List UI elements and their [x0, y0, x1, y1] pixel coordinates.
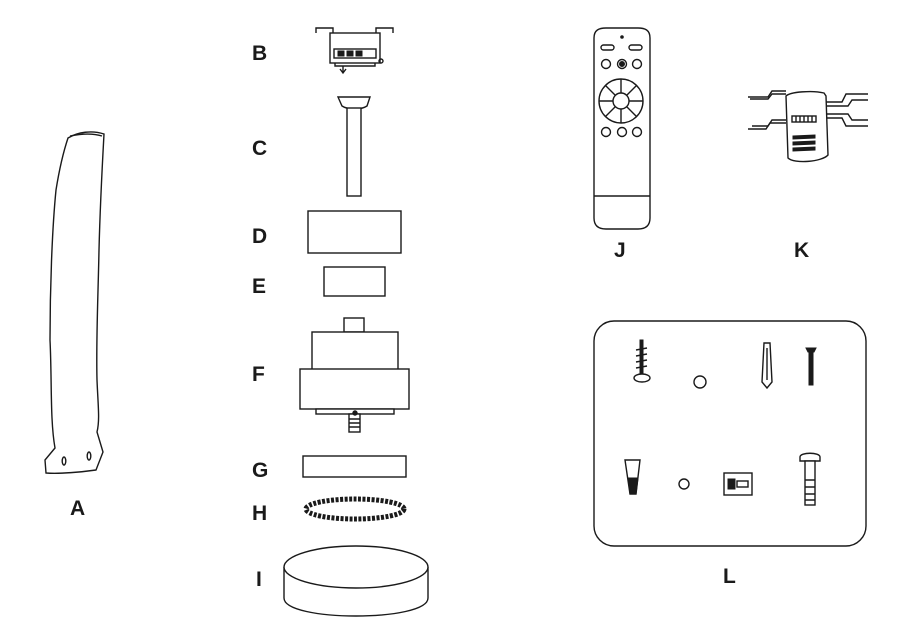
part-label-j: J — [614, 239, 626, 262]
downrod-drawing — [336, 96, 371, 197]
part-label-i: I — [256, 568, 262, 591]
part-label-c: C — [252, 137, 267, 160]
canopy-upper-drawing — [307, 210, 402, 254]
part-label-k: K — [794, 239, 809, 262]
mounting-bracket-drawing — [315, 27, 394, 75]
hardware-kit-drawing — [593, 320, 867, 547]
part-label-e: E — [252, 275, 266, 298]
part-label-g: G — [252, 459, 268, 482]
part-label-d: D — [252, 225, 267, 248]
part-label-f: F — [252, 363, 265, 386]
part-label-a: A — [70, 497, 85, 520]
motor-drawing — [299, 317, 410, 433]
part-label-b: B — [252, 42, 267, 65]
blade-drawing — [44, 131, 105, 474]
part-label-h: H — [252, 502, 267, 525]
switch-housing-drawing — [302, 455, 407, 478]
receiver-drawing — [748, 90, 868, 163]
light-shade-drawing — [283, 545, 429, 617]
ring-drawing — [303, 496, 407, 522]
remote-control-drawing — [593, 27, 651, 230]
part-label-l: L — [723, 565, 736, 588]
canopy-lower-drawing — [323, 266, 386, 297]
